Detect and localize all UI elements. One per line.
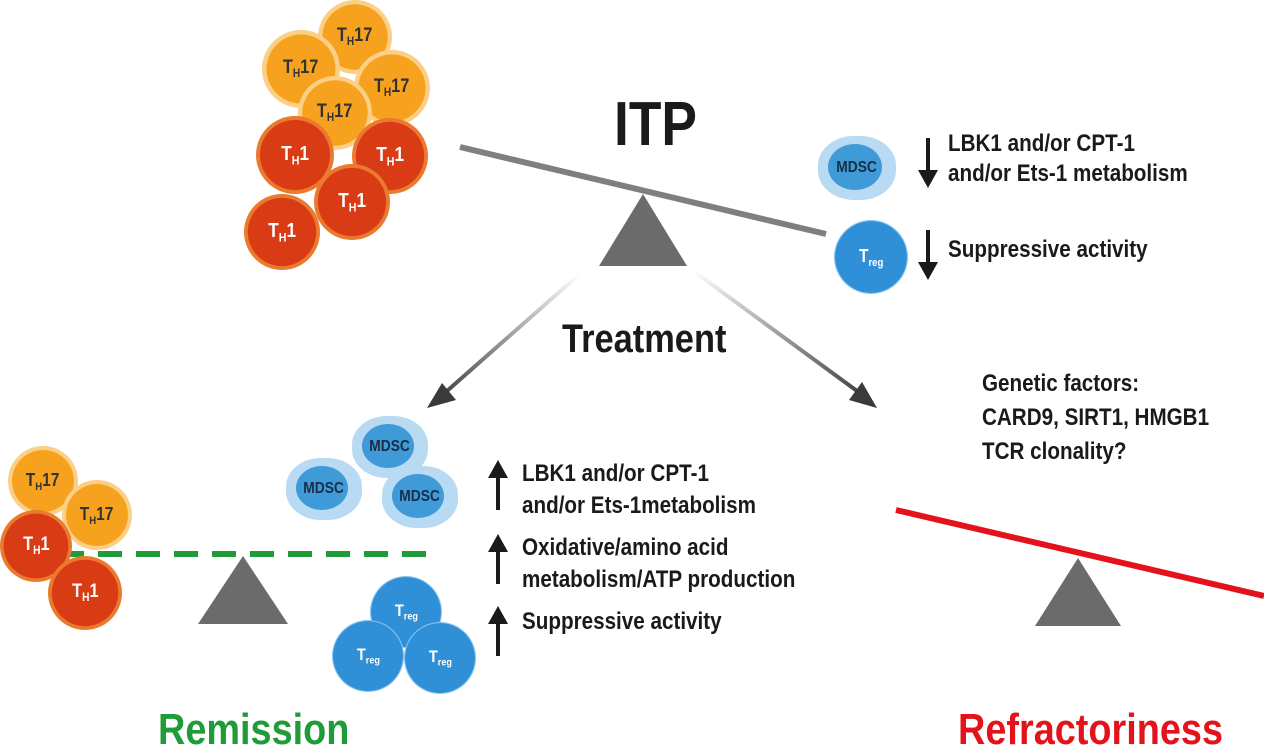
cell-label: T — [428, 647, 438, 667]
th1-cell: TH1 — [48, 556, 122, 630]
genetic-factors-line-1: Genetic factors: — [982, 370, 1140, 397]
cell-label-sub: reg — [868, 256, 884, 269]
cell-label-sub: H — [386, 154, 395, 169]
cell-label: T — [317, 101, 328, 123]
cell-label-tail: 17 — [96, 503, 114, 524]
arrow-down-icon — [918, 138, 938, 188]
treatment-arrow-left-shaft — [445, 270, 584, 393]
cell-label-sub: H — [35, 480, 43, 493]
arrow-down-icon — [918, 230, 938, 280]
arrow-up-icon — [488, 460, 508, 510]
genetic-factors-line-3: TCR clonality? — [982, 438, 1127, 465]
cell-label: T — [337, 25, 348, 47]
th1-cell: TH1 — [314, 164, 390, 240]
treatment-arrow-right-shaft — [690, 268, 859, 393]
cell-label-sub: H — [384, 86, 392, 100]
cell-label-sub: H — [327, 111, 335, 125]
mdsc-label: MDSC — [836, 159, 878, 176]
refractory-beam — [895, 507, 1264, 599]
cell-label-tail: 17 — [391, 76, 410, 98]
cell-label-tail: 1 — [89, 581, 99, 603]
cell-label-sub: H — [81, 591, 90, 605]
cell-label-sub: reg — [403, 610, 418, 623]
cell-label: T — [338, 189, 349, 212]
cell-label-sub: H — [32, 544, 41, 558]
mdsc-cell: MDSC — [382, 466, 458, 528]
cell-label-tail: 1 — [299, 142, 309, 165]
th17-cell: TH17 — [8, 446, 78, 516]
cell-label: T — [374, 76, 385, 98]
cell-label-sub: reg — [365, 654, 380, 667]
remission-fulcrum — [198, 556, 288, 624]
cell-label-tail: 1 — [356, 189, 366, 212]
cell-label-sub: reg — [437, 656, 452, 669]
treg-suppressive-text: Suppressive activity — [948, 236, 1148, 263]
cell-label: T — [80, 503, 90, 524]
cell-label: T — [283, 57, 294, 79]
treg-cell: Treg — [332, 620, 404, 692]
remission-metabolism-line-1: LBK1 and/or CPT-1 — [522, 460, 709, 487]
itp-fulcrum — [599, 194, 687, 266]
mdsc-label: MDSC — [369, 438, 411, 455]
remission-suppressive-text: Suppressive activity — [522, 608, 722, 635]
remission-oxidative-line-2: metabolism/ATP production — [522, 566, 796, 593]
mdsc-label: MDSC — [303, 480, 345, 497]
cell-label-sub: H — [89, 514, 97, 527]
mdsc-label: MDSC — [399, 488, 441, 505]
cell-label: T — [22, 534, 33, 556]
treatment-arrow-left-head — [427, 383, 456, 408]
treatment-arrow-right-head — [849, 382, 877, 408]
treg-cell: Treg — [834, 220, 908, 294]
arrow-up-icon — [488, 534, 508, 584]
cell-label-sub: H — [291, 153, 300, 168]
cell-label-tail: 1 — [394, 143, 404, 166]
remission-label: Remission — [158, 705, 350, 754]
itp-beam — [459, 144, 827, 237]
cell-label: T — [376, 143, 387, 166]
mdsc-metabolism-line-2: and/or Ets-1 metabolism — [948, 160, 1188, 187]
cell-label-tail: 1 — [40, 534, 50, 556]
cell-label-sub: H — [348, 200, 357, 215]
refractoriness-label: Refractoriness — [958, 705, 1224, 754]
cell-label: T — [71, 581, 82, 603]
th17-cell: TH17 — [62, 480, 132, 550]
cell-label-tail: 1 — [286, 219, 296, 242]
refractory-fulcrum — [1035, 558, 1121, 626]
cell-label: T — [858, 245, 869, 266]
arrow-up-icon — [488, 606, 508, 656]
th1-cell: TH1 — [244, 194, 320, 270]
cell-label-tail: 17 — [354, 25, 373, 47]
cell-label: T — [268, 219, 279, 242]
cell-label-sub: H — [347, 35, 355, 49]
cell-label-tail: 17 — [42, 469, 60, 490]
cell-label: T — [26, 469, 36, 490]
itp-title: ITP — [614, 90, 697, 159]
genetic-factors-line-2: CARD9, SIRT1, HMGB1 — [982, 404, 1210, 431]
cell-label-sub: H — [293, 67, 301, 81]
mdsc-cell: MDSC — [818, 136, 896, 200]
cell-label-sub: H — [278, 230, 287, 245]
mdsc-metabolism-line-1: LBK1 and/or CPT-1 — [948, 130, 1135, 157]
cell-label-tail: 17 — [334, 101, 353, 123]
cell-label: T — [356, 645, 366, 665]
cell-label: T — [281, 142, 292, 165]
treg-cell: Treg — [404, 622, 476, 694]
mdsc-cell: MDSC — [286, 458, 362, 520]
cell-label-tail: 17 — [300, 57, 319, 79]
remission-metabolism-line-2: and/or Ets-1metabolism — [522, 492, 756, 519]
remission-oxidative-line-1: Oxidative/amino acid — [522, 534, 729, 561]
treatment-label: Treatment — [562, 317, 727, 361]
cell-label: T — [394, 601, 404, 621]
